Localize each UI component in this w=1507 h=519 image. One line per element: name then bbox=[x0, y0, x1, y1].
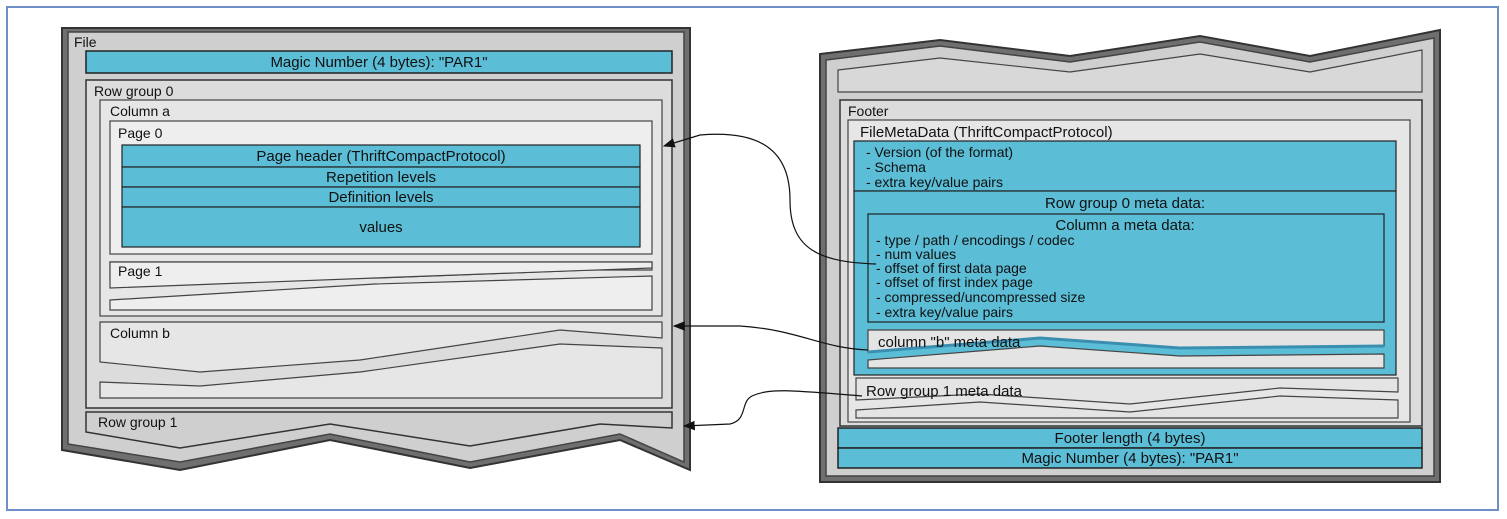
row-group-1-label: Row group 1 bbox=[98, 414, 178, 430]
page-1-label: Page 1 bbox=[118, 263, 163, 279]
column-a-meta-line: - num values bbox=[876, 246, 956, 262]
column-a-meta-line: - extra key/value pairs bbox=[876, 304, 1013, 320]
column-a-meta-line: - type / path / encodings / codec bbox=[876, 232, 1074, 248]
magic-number-bottom-text: Magic Number (4 bytes): "PAR1" bbox=[1021, 450, 1238, 467]
row-group-0-label: Row group 0 bbox=[94, 83, 174, 99]
meta-line: - Version (of the format) bbox=[866, 144, 1013, 160]
column-a-meta-line: - compressed/uncompressed size bbox=[876, 289, 1086, 305]
magic-number-bottom bbox=[837, 447, 1423, 469]
column-b-label: Column b bbox=[110, 325, 170, 341]
meta-line: - Schema bbox=[866, 159, 926, 175]
footer-label: Footer bbox=[848, 103, 889, 119]
file-metadata-label: FileMetaData (ThriftCompactProtocol) bbox=[860, 124, 1113, 141]
row-group-1-meta bbox=[855, 377, 1399, 405]
column-a-meta-line: - offset of first index page bbox=[876, 274, 1033, 290]
row-group-1 bbox=[85, 411, 673, 449]
footer-block: Footer FileMetaData (ThriftCompactProtoc… bbox=[819, 28, 1441, 483]
arrow-row-group-1-meta bbox=[682, 390, 863, 431]
footer-length-text: Footer length (4 bytes) bbox=[1055, 430, 1206, 447]
column-a-meta bbox=[867, 213, 1385, 323]
diagram-frame bbox=[6, 6, 1499, 511]
magic-number-top-text: Magic Number (4 bytes): "PAR1" bbox=[270, 54, 487, 71]
column-b bbox=[99, 321, 663, 373]
row-group-1-meta-text: Row group 1 meta data bbox=[866, 383, 1023, 400]
column-a-meta-line: - offset of first data page bbox=[876, 260, 1027, 276]
definition-levels-text: Definition levels bbox=[328, 189, 433, 206]
meta-line: - extra key/value pairs bbox=[866, 174, 1003, 190]
connector-arrows bbox=[662, 133, 877, 431]
file-block: File Magic Number (4 bytes): "PAR1" Row … bbox=[61, 27, 691, 472]
page-0-label: Page 0 bbox=[118, 125, 163, 141]
column-b-meta-text: column "b" meta data bbox=[878, 334, 1021, 351]
page-header-text: Page header (ThriftCompactProtocol) bbox=[256, 148, 505, 165]
file-label: File bbox=[74, 34, 97, 50]
repetition-levels-text: Repetition levels bbox=[326, 169, 436, 186]
column-a-label: Column a bbox=[110, 103, 170, 119]
row-group-0-meta-label: Row group 0 meta data: bbox=[1045, 195, 1205, 212]
values-text: values bbox=[359, 219, 402, 236]
magic-number-top bbox=[85, 50, 673, 74]
values-block bbox=[121, 206, 641, 248]
column-a-meta-label: Column a meta data: bbox=[1055, 217, 1194, 234]
arrow-column-b-meta bbox=[672, 321, 869, 351]
arrow-column-a-offset bbox=[662, 133, 877, 265]
